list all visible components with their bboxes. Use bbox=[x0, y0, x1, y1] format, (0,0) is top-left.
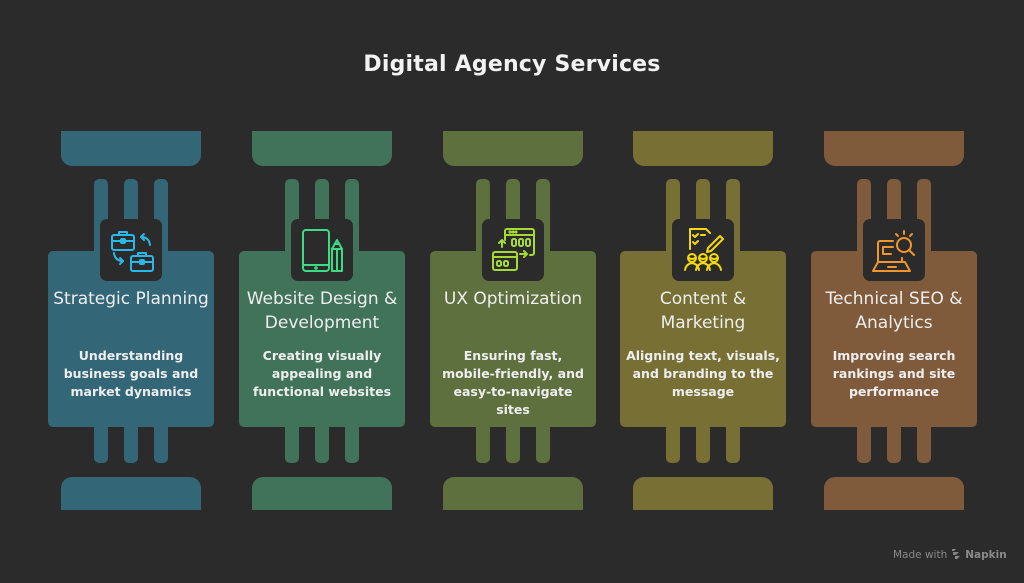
column-bottom-cap bbox=[824, 477, 964, 510]
pillar bbox=[94, 426, 108, 463]
pillar bbox=[887, 426, 901, 463]
browser-windows-arrows-icon bbox=[482, 219, 544, 281]
pillar bbox=[506, 426, 520, 463]
pillar bbox=[536, 426, 550, 463]
pillar bbox=[696, 426, 710, 463]
column-title: Strategic Planning bbox=[53, 289, 209, 309]
checklist-pencil-audience-icon bbox=[672, 219, 734, 281]
napkin-logo-icon bbox=[951, 548, 961, 562]
service-column-content-marketing: Content & Marketing Aligning text, visua… bbox=[620, 0, 786, 583]
page-title: Digital Agency Services bbox=[363, 52, 661, 77]
column-title: Website Design & Development bbox=[246, 289, 398, 333]
pillar bbox=[726, 426, 740, 463]
pillar bbox=[315, 426, 329, 463]
watermark-brand: Napkin bbox=[965, 549, 1007, 561]
column-top-cap bbox=[633, 131, 773, 166]
column-title: UX Optimization bbox=[443, 289, 583, 309]
column-bottom-cap bbox=[443, 477, 583, 510]
pillar bbox=[124, 426, 138, 463]
pillar bbox=[666, 426, 680, 463]
column-description: Aligning text, visuals, and branding to … bbox=[626, 348, 780, 399]
column-description: Understanding business goals and market … bbox=[63, 348, 199, 399]
service-column-strategic-planning: Strategic Planning Understanding busines… bbox=[48, 0, 214, 583]
pillar bbox=[345, 426, 359, 463]
pillar bbox=[154, 426, 168, 463]
column-top-cap bbox=[443, 131, 583, 166]
pillar bbox=[285, 426, 299, 463]
column-bottom-cap bbox=[252, 477, 392, 510]
service-column-website-design: Website Design & Development Creating vi… bbox=[239, 0, 405, 583]
column-bottom-cap bbox=[61, 477, 201, 510]
laptop-magnifier-icon bbox=[863, 219, 925, 281]
pillar bbox=[857, 426, 871, 463]
napkin-watermark[interactable]: Made with Napkin bbox=[893, 548, 1007, 562]
watermark-prefix: Made with bbox=[893, 549, 948, 561]
column-top-cap bbox=[824, 131, 964, 166]
column-title: Technical SEO & Analytics bbox=[825, 289, 963, 333]
pillar bbox=[476, 426, 490, 463]
column-bottom-cap bbox=[633, 477, 773, 510]
briefcase-exchange-icon bbox=[100, 219, 162, 281]
mobile-pencil-icon bbox=[291, 219, 353, 281]
column-title: Content & Marketing bbox=[659, 289, 747, 333]
column-description: Ensuring fast, mobile-friendly, and easy… bbox=[442, 348, 584, 417]
service-column-ux-optimization: UX Optimization Ensuring fast, mobile-fr… bbox=[430, 0, 596, 583]
pillar bbox=[917, 426, 931, 463]
service-column-technical-seo: Technical SEO & Analytics Improving sear… bbox=[811, 0, 977, 583]
column-top-cap bbox=[61, 131, 201, 166]
column-top-cap bbox=[252, 131, 392, 166]
column-description: Creating visually appealing and function… bbox=[252, 348, 392, 399]
column-description: Improving search rankings and site perfo… bbox=[832, 348, 956, 399]
